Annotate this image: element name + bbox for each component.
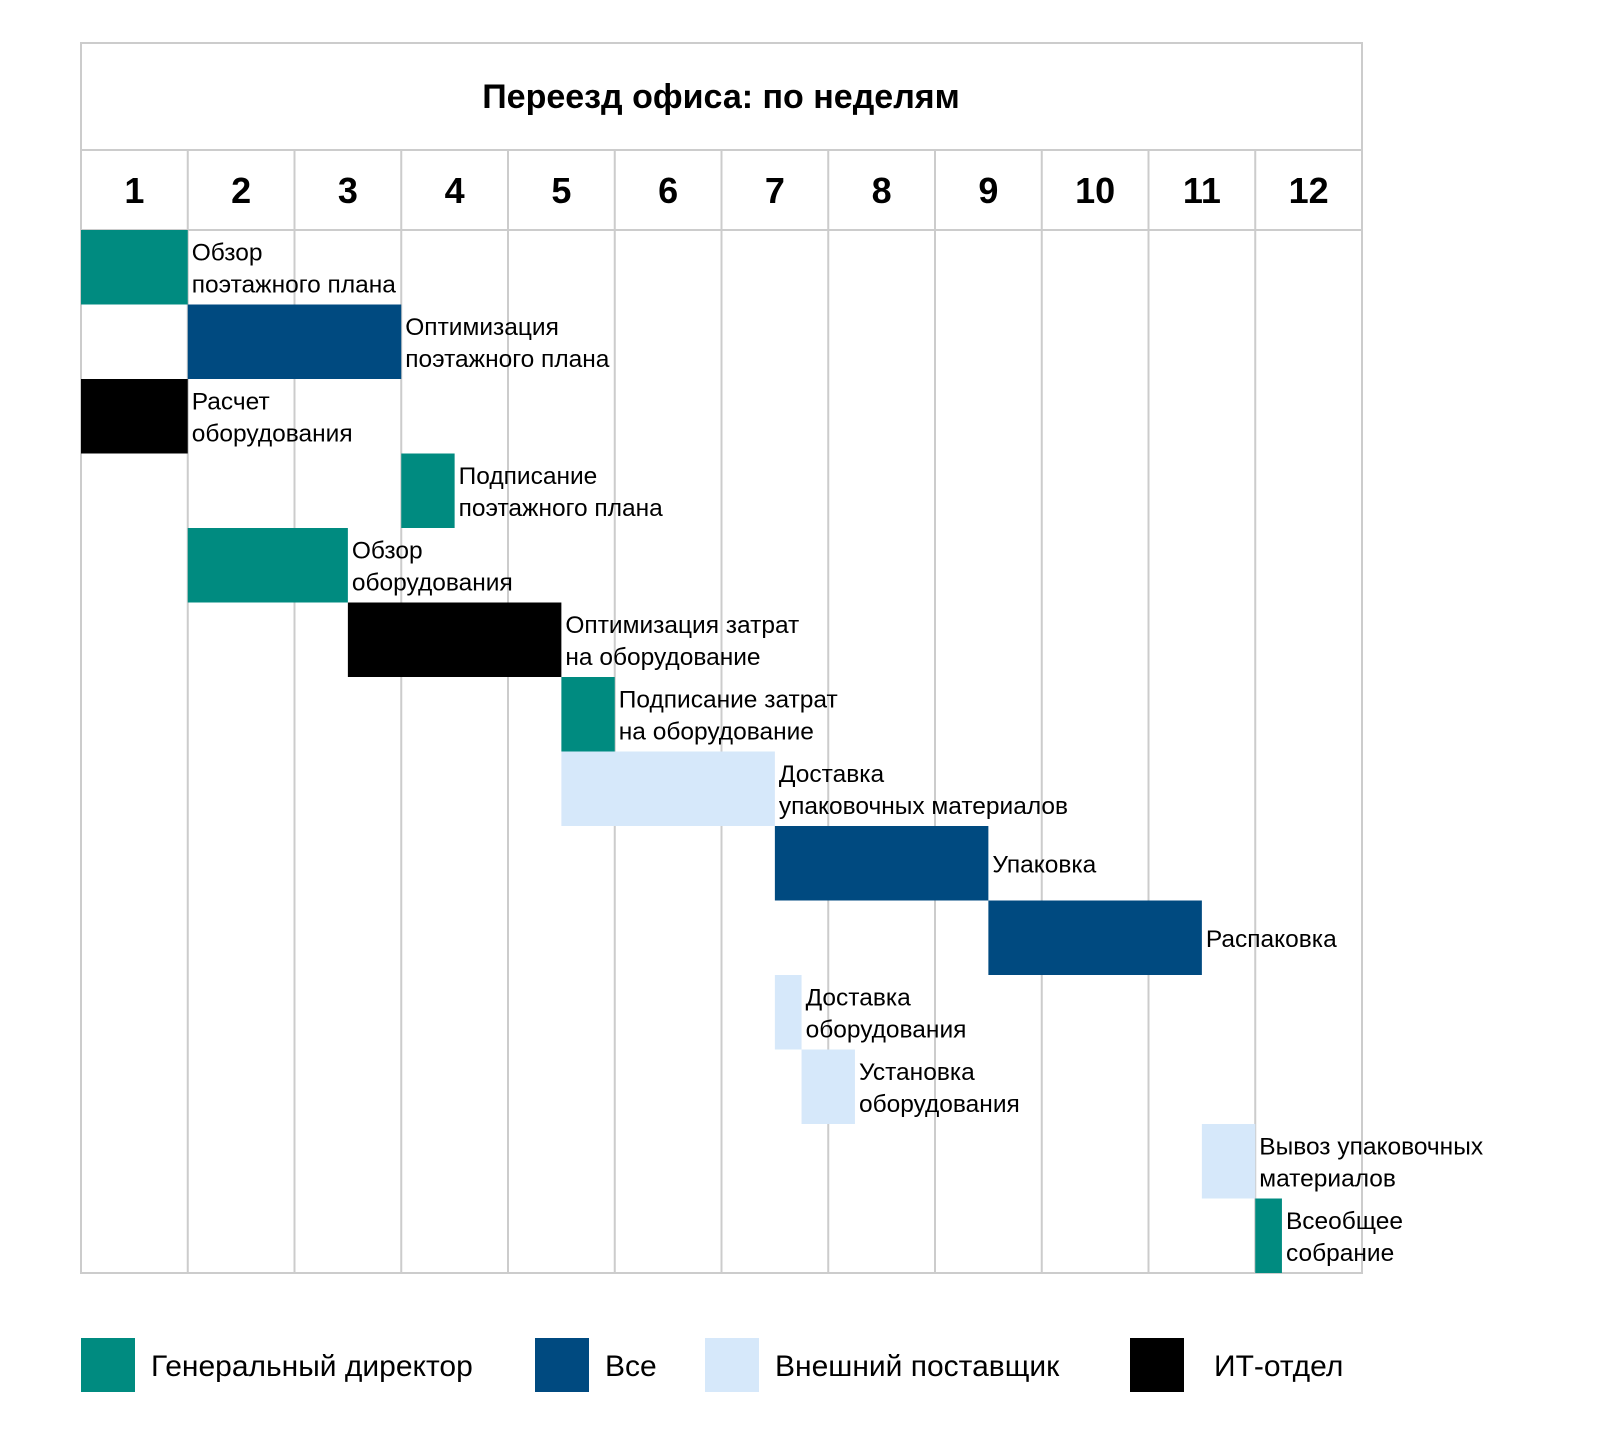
task-bar xyxy=(774,975,802,1050)
task-bar xyxy=(1201,1124,1256,1199)
week-label: 9 xyxy=(978,170,998,211)
task-bar xyxy=(401,453,455,528)
task-bar xyxy=(561,751,775,826)
task-bar xyxy=(801,1049,855,1124)
legend-swatch xyxy=(1130,1338,1184,1392)
week-label: 2 xyxy=(231,170,251,211)
week-label: 12 xyxy=(1289,170,1329,211)
week-label: 8 xyxy=(872,170,892,211)
task-bars xyxy=(81,230,1282,1273)
task-bar xyxy=(561,677,615,752)
legend-label: Все xyxy=(605,1350,657,1383)
task-label: Упаковка xyxy=(992,851,1096,878)
week-grid xyxy=(81,149,1362,1273)
legend-swatch xyxy=(705,1338,759,1392)
task-bar xyxy=(1255,1198,1282,1273)
task-bar xyxy=(774,826,989,901)
week-label: 1 xyxy=(124,170,144,211)
task-bar xyxy=(81,379,188,454)
legend: Генеральный директор Все Внешний поставщик… xyxy=(81,1338,1343,1392)
week-label: 11 xyxy=(1183,170,1221,211)
legend-label: Внешний поставщик xyxy=(775,1350,1060,1383)
task-bar xyxy=(347,602,562,677)
week-label: 7 xyxy=(765,170,785,211)
task-bar xyxy=(988,900,1202,975)
task-bar xyxy=(187,528,348,603)
task-label: Распаковка xyxy=(1206,926,1337,953)
task-bar xyxy=(81,230,188,305)
legend-swatch xyxy=(81,1338,135,1392)
week-label: 5 xyxy=(551,170,571,211)
task-bar xyxy=(187,304,402,379)
legend-label: Генеральный директор xyxy=(151,1350,473,1383)
legend-label: ИТ-отдел xyxy=(1214,1350,1343,1383)
chart-title: Переезд офиса: по неделям xyxy=(482,78,960,116)
week-label: 3 xyxy=(338,170,358,211)
legend-swatch xyxy=(535,1338,589,1392)
week-label: 4 xyxy=(445,170,465,211)
week-label: 10 xyxy=(1075,170,1115,211)
week-label: 6 xyxy=(658,170,678,211)
